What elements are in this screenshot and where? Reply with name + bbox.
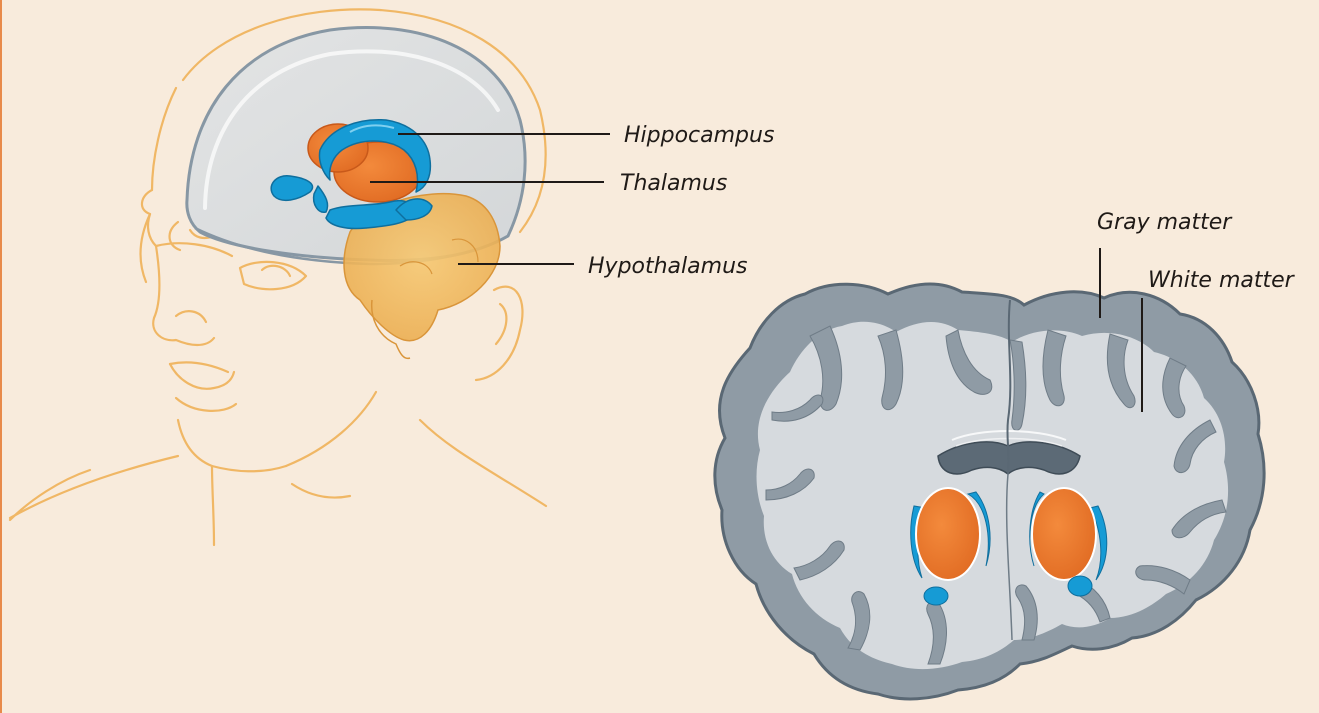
hypothalamus-label: Hypothalamus (588, 254, 747, 279)
thalamus-right (1032, 488, 1096, 580)
gray-matter-label: Gray matter (1097, 210, 1233, 235)
left-border (0, 0, 2, 713)
head-illustration (10, 9, 546, 545)
thalamus-left (916, 488, 980, 580)
thalamus-label: Thalamus (620, 171, 727, 196)
hippocampus-label: Hippocampus (624, 123, 774, 148)
white-matter-label: White matter (1148, 268, 1296, 293)
brain-cross-section (715, 284, 1264, 699)
